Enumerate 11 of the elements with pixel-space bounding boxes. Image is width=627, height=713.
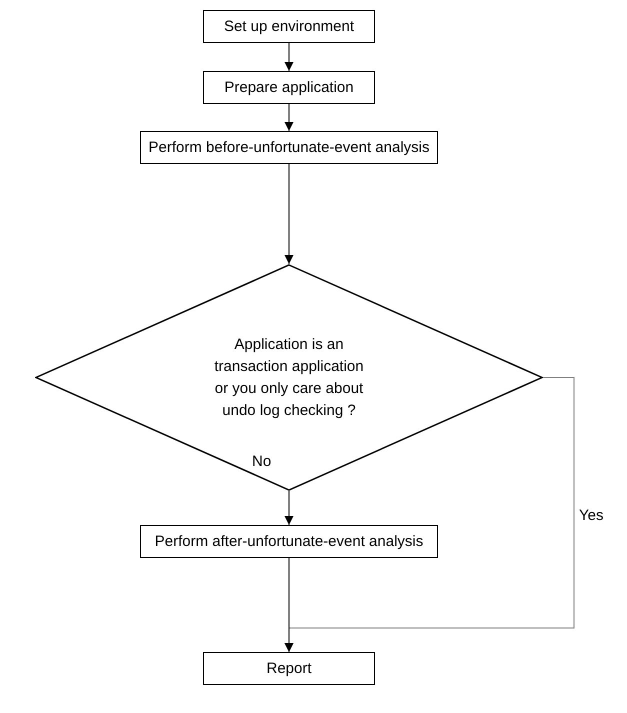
arrow xyxy=(284,490,294,526)
process-box: Perform before-unfortunate-event analysis xyxy=(140,131,438,164)
arrow xyxy=(284,104,294,132)
process-box: Report xyxy=(203,652,375,685)
process-box: Prepare application xyxy=(203,71,375,104)
arrow xyxy=(284,558,294,652)
process-box: Perform after-unfortunate-event analysis xyxy=(140,525,438,558)
process-box: Set up environment xyxy=(203,10,375,43)
arrow xyxy=(284,42,294,72)
arrow xyxy=(284,164,294,264)
decision-text: Application is an transaction application or you only care about undo log checking ? xyxy=(213,334,365,420)
